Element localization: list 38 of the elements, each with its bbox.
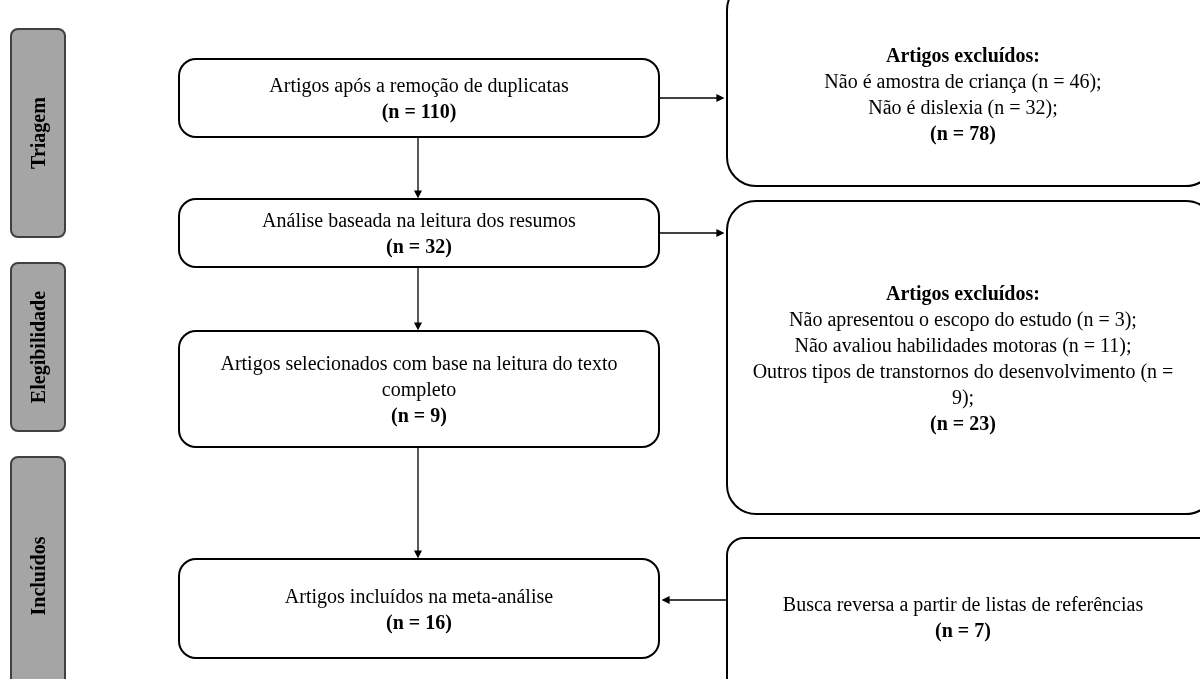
box-text: Não avaliou habilidades motoras (n = 11); bbox=[794, 332, 1132, 358]
stage-label: Elegibilidade bbox=[26, 290, 51, 404]
process-box bbox=[178, 558, 660, 659]
count-text: (n = 32) bbox=[386, 234, 452, 259]
count-text: (n = 16) bbox=[386, 609, 452, 635]
box-text: Não é amostra de criança (n = 46); bbox=[824, 68, 1102, 94]
box-heading: Artigos excluídos: bbox=[886, 42, 1040, 68]
stage-label: Incluídos bbox=[26, 536, 50, 616]
stage-band bbox=[10, 28, 66, 238]
count-text: (n = 78) bbox=[930, 120, 996, 146]
count-text: (n = 110) bbox=[381, 99, 457, 124]
arrow bbox=[414, 267, 422, 331]
box-heading: Artigos excluídos: bbox=[886, 280, 1040, 306]
arrow bbox=[659, 94, 725, 102]
box-text: Não apresentou o escopo do estudo (n = 3); bbox=[789, 306, 1137, 332]
stage-label: Triagem bbox=[26, 97, 51, 169]
exclusion-box bbox=[726, 200, 1200, 515]
box-text: Artigos selecionados com base na leitura do texto completo bbox=[219, 351, 619, 402]
box-text: Artigos incluídos na meta-análise bbox=[284, 583, 554, 609]
stage-band bbox=[10, 262, 66, 432]
process-box bbox=[178, 198, 660, 268]
box-text: Artigos após a remoção de duplicatas bbox=[269, 73, 569, 98]
count-text: (n = 7) bbox=[935, 618, 991, 643]
count-text: (n = 9) bbox=[391, 403, 447, 428]
box-text: Não é dislexia (n = 32); bbox=[868, 94, 1058, 120]
arrow bbox=[414, 137, 422, 199]
stage-band bbox=[10, 456, 66, 679]
box-text: Outros tipos de transtornos do desenvolvimento (n = 9); bbox=[751, 358, 1175, 410]
box-text: Busca reversa a partir de listas de referências bbox=[782, 592, 1144, 617]
process-box bbox=[726, 537, 1200, 679]
process-box bbox=[178, 330, 660, 448]
box-text: Análise baseada na leitura dos resumos bbox=[262, 208, 576, 233]
arrow bbox=[661, 596, 727, 604]
count-text: (n = 23) bbox=[930, 410, 996, 436]
exclusion-box bbox=[726, 0, 1200, 187]
process-box bbox=[178, 58, 660, 138]
arrow bbox=[659, 229, 725, 237]
arrow bbox=[414, 447, 422, 559]
